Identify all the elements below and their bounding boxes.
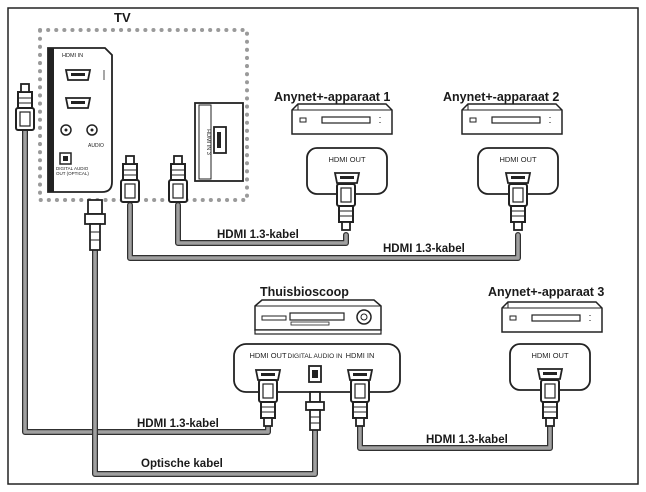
optical-plugs [84,199,325,431]
device3-player-icon [501,301,603,333]
cable-label-optical: Optische kabel [141,458,223,470]
tv-optical-plug-icon [84,199,106,251]
home-theater-hdmi-out-port[interactable] [255,369,281,381]
cable-label-hdmi-4: HDMI 1.3-kabel [426,434,508,446]
home-theater-hdmi-out-label: HDMI OUT [249,351,286,360]
device1-port-label: HDMI OUT [328,155,365,164]
device1-title: Anynet+-apparaat 1 [274,90,390,104]
cable-paths [22,127,553,477]
home-theater-hdmi-in-port[interactable] [347,369,373,381]
tv-hdmi-in-label: HDMI IN [62,53,83,59]
tv-title: TV [114,10,131,25]
tv-digital-audio-out-label: DIGITAL AUDIO OUT (OPTICAL) [56,166,89,176]
device1-hdmi-out-port[interactable] [334,172,360,184]
home-theater-optical-plug-icon [305,391,325,431]
tv-side-panel: HDMI IN 3 [194,102,244,182]
home-theater-digital-in-label: DIGITAL AUDIO IN [288,353,343,360]
cable-label-hdmi-3: HDMI 1.3-kabel [137,418,219,430]
tv-hdmi-port-2[interactable] [65,97,91,109]
home-theater-unit-icon [254,299,382,335]
device2-port-label: HDMI OUT [499,155,536,164]
tv-back-panel: HDMI IN AUDIO DIGITAL AUDIO OUT (OPTICAL… [47,47,113,193]
device2-player-icon [461,103,563,135]
device3-port-label: HDMI OUT [531,351,568,360]
home-theater-hdmi-in-label: HDMI IN [346,351,375,360]
device1-player-icon [291,103,393,135]
cable-label-hdmi-1: HDMI 1.3-kabel [217,229,299,241]
device3-hdmi-out-port[interactable] [537,368,563,380]
device2-title: Anynet+-apparaat 2 [443,90,559,104]
home-theater-title: Thuisbioscoop [260,285,349,299]
tv-audio-label: AUDIO [88,143,104,149]
device3-title: Anynet+-apparaat 3 [488,285,604,299]
cable-label-hdmi-2: HDMI 1.3-kabel [383,243,465,255]
tv-hdmi-in-3-label: HDMI IN 3 [205,129,211,155]
tv-hdmi-port-1[interactable] [65,69,91,81]
device2-hdmi-out-port[interactable] [505,172,531,184]
tv-outline-dotted [38,28,249,202]
